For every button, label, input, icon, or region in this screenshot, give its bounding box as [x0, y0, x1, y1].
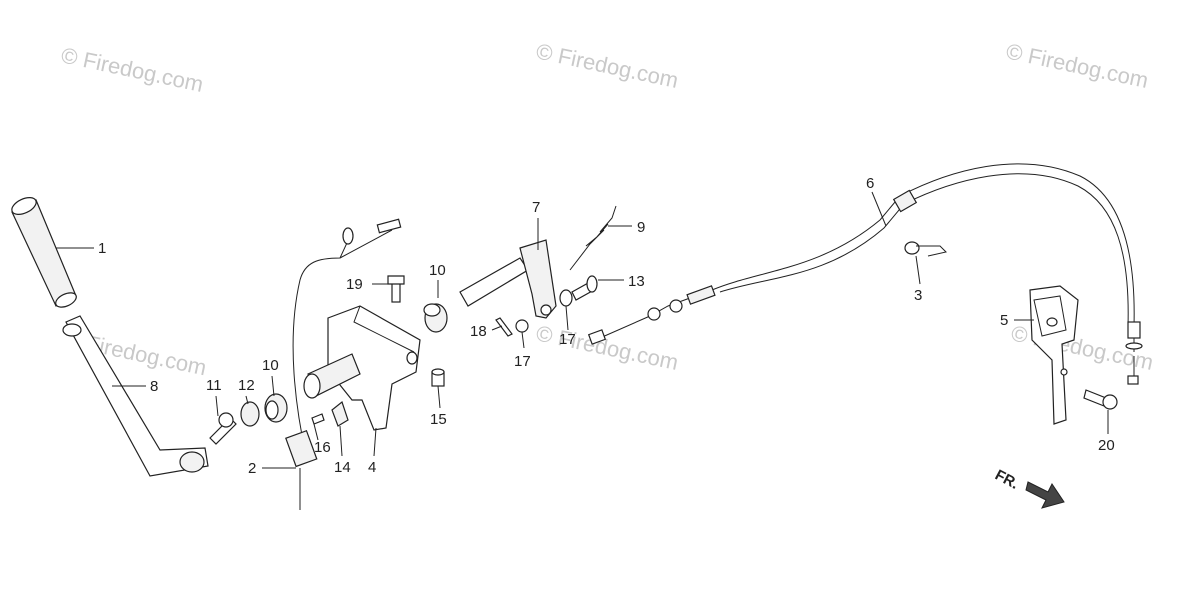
callout: 8	[150, 378, 158, 395]
watermark: © Firedog.com	[1004, 38, 1151, 93]
part-switch	[285, 218, 402, 510]
callout: 17	[559, 331, 576, 348]
part-nut-15	[431, 368, 445, 387]
callout: 12	[238, 377, 255, 394]
callouts: 1 2 3 4 5 6 7 8 9 10 10 11 12 13 14 15 1…	[98, 175, 1115, 477]
callout: 2	[248, 460, 256, 477]
front-direction-indicator: FR.	[992, 467, 1065, 509]
part-cable	[587, 163, 1143, 385]
watermark: © Firedog.com	[534, 38, 681, 93]
callout: 10	[262, 357, 279, 374]
callout: 11	[206, 377, 222, 394]
callout: 18	[470, 323, 487, 340]
part-clip-3	[904, 241, 947, 257]
callout: 19	[346, 276, 363, 293]
part-bolt-19	[387, 275, 405, 303]
callout: 5	[1000, 312, 1008, 329]
part-washer-17a	[515, 319, 529, 333]
part-bolt-11	[209, 412, 237, 445]
part-screw-16	[311, 413, 325, 425]
leader-lines	[56, 191, 1109, 469]
callout: 9	[637, 219, 645, 236]
callout: 20	[1098, 437, 1115, 454]
part-bolt-20	[1083, 389, 1118, 410]
part-washer-12	[240, 401, 260, 427]
callout: 1	[98, 240, 106, 257]
callout: 3	[914, 287, 922, 304]
part-bracket-5	[1029, 285, 1079, 425]
part-pin-18	[495, 317, 513, 337]
watermark: © Firedog.com	[534, 320, 681, 375]
part-collar-10b	[423, 303, 448, 333]
arrow-icon	[1025, 481, 1065, 509]
part-pin-13	[571, 275, 598, 301]
callout: 7	[532, 199, 540, 216]
callout: 10	[429, 262, 446, 279]
callout: 13	[628, 273, 645, 290]
watermark: © Firedog.com	[59, 42, 206, 97]
callout: 4	[368, 459, 376, 476]
part-clip-14	[331, 400, 349, 427]
callout: 14	[334, 459, 351, 476]
callout: 6	[866, 175, 874, 192]
part-collar-10a	[264, 393, 288, 423]
part-bracket	[303, 305, 421, 431]
direction-label: FR.	[992, 467, 1021, 493]
part-arm	[459, 239, 557, 319]
callout: 17	[514, 353, 531, 370]
callout: 15	[430, 411, 447, 428]
part-spring	[569, 205, 617, 271]
callout: 16	[314, 439, 331, 456]
part-lever	[62, 315, 209, 477]
part-washer-17b	[559, 289, 573, 307]
part-grip	[11, 197, 77, 308]
